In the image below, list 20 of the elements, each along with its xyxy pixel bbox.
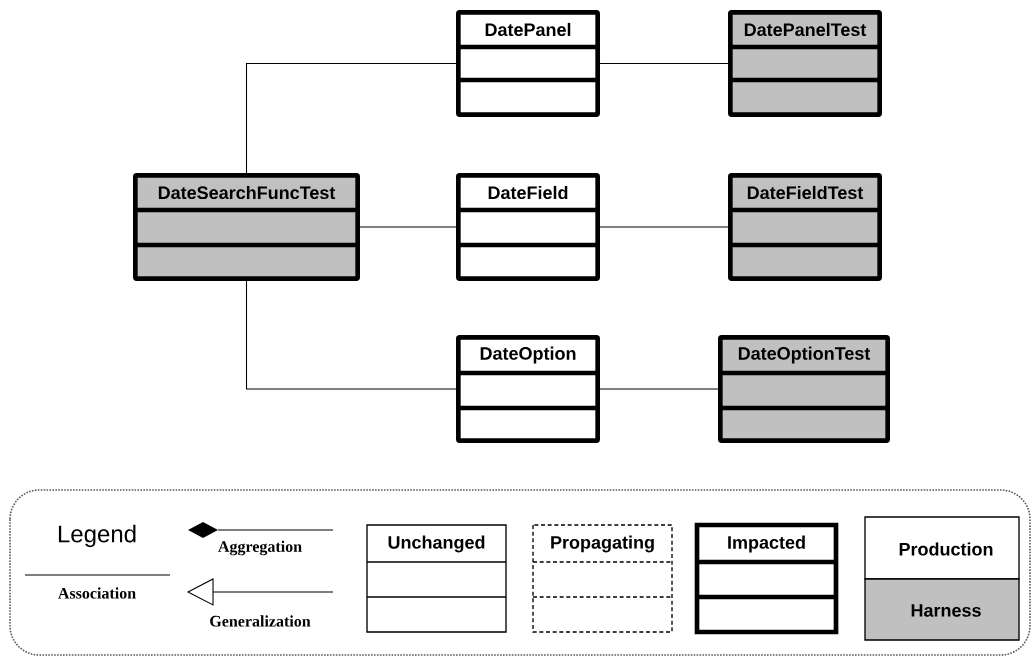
- class-box: DateSearchFuncTest: [133, 173, 360, 281]
- association-line: [245, 62, 457, 174]
- class-box: Propagating: [532, 524, 673, 633]
- class-box: Impacted: [694, 522, 839, 635]
- class-box: DateField: [456, 173, 600, 281]
- association-line: [359, 226, 457, 228]
- class-box: DateOption: [456, 335, 600, 443]
- legend-label: Association: [58, 587, 136, 599]
- association-line: [599, 388, 719, 390]
- association-line: [599, 226, 729, 228]
- association-line: [599, 62, 729, 65]
- association-line: [245, 280, 457, 390]
- legend-title: Legend: [58, 524, 136, 548]
- legend-label: Generalization: [210, 615, 311, 627]
- class-box: DatePanel: [456, 10, 600, 117]
- class-box: DatePanelTest: [728, 10, 882, 117]
- class-box: DateFieldTest: [728, 173, 882, 281]
- class-box: Unchanged: [366, 524, 507, 633]
- class-box: DateOptionTest: [718, 335, 890, 443]
- legend-label: Aggregation: [218, 540, 302, 556]
